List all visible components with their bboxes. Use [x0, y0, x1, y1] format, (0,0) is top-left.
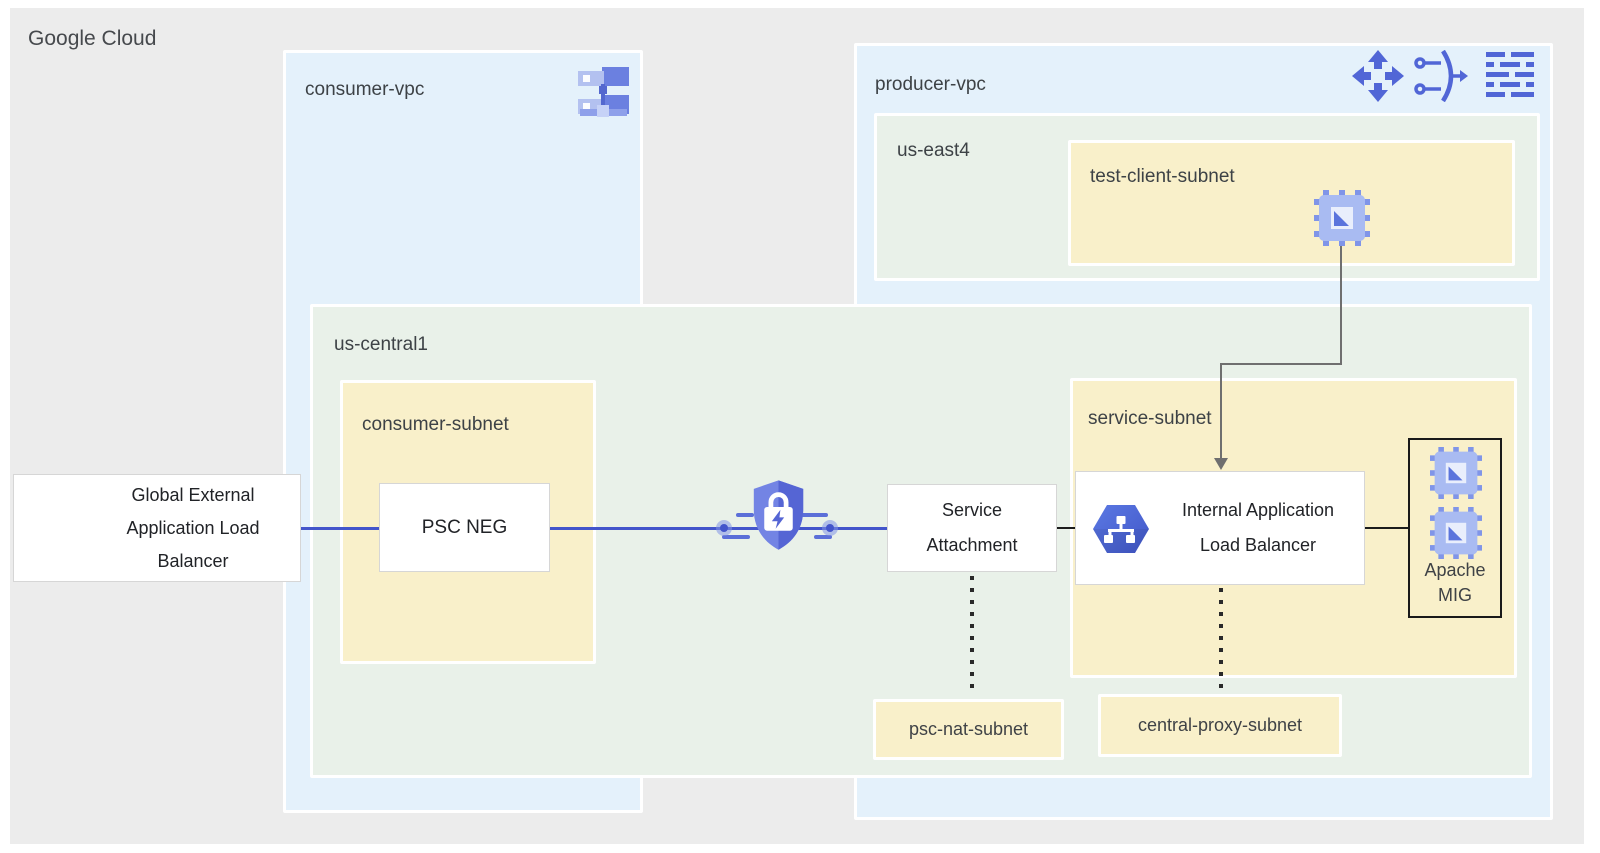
routes-icon	[1352, 50, 1404, 102]
connector-alb-centralproxy-dotted	[1219, 588, 1223, 691]
subnet-test-client-box	[1068, 140, 1515, 266]
subnet-central-proxy-label: central-proxy-subnet	[1137, 715, 1303, 735]
load-balancing-icon	[1414, 50, 1468, 102]
connector-vm-alb-seg2	[1220, 363, 1342, 365]
connector-vm-alb-seg1	[1340, 246, 1342, 364]
google-cloud-label: Google Cloud	[28, 27, 157, 50]
load-balancer-hexagon-icon	[1093, 505, 1149, 553]
producer-vpc-label: producer-vpc	[875, 74, 986, 95]
psc-dash	[814, 535, 832, 539]
connector-sa-pscnat-dotted	[970, 576, 974, 696]
service-attachment-line2: Attachment	[926, 535, 1018, 555]
connector-gelb-pscneg	[301, 527, 379, 530]
gelb-label-line3: Balancer	[157, 550, 229, 571]
subnet-psc-nat-box: psc-nat-subnet	[873, 699, 1064, 760]
apache-mig-line1: Apache	[1424, 560, 1486, 580]
firewall-rules-icon	[1486, 52, 1534, 97]
psc-neg-node: PSC NEG	[379, 483, 550, 572]
subnet-consumer-label: consumer-subnet	[362, 414, 509, 435]
psc-endpoint-dot-right	[822, 520, 838, 536]
psc-dash	[736, 513, 754, 517]
connector-alb-mig	[1365, 527, 1408, 529]
internal-alb-node: Internal Application Load Balancer	[1075, 471, 1365, 585]
service-attachment-line1: Service	[941, 500, 1002, 520]
apache-mig-box: Apache MIG	[1408, 438, 1502, 618]
service-attachment-node: Service Attachment	[887, 484, 1057, 572]
connector-sa-alb	[1057, 527, 1075, 529]
psc-dash	[800, 513, 828, 517]
compute-engine-vm-icon	[1430, 447, 1482, 499]
connector-vm-alb-seg3	[1220, 363, 1222, 459]
subnet-central-proxy-box: central-proxy-subnet	[1098, 694, 1342, 757]
connector-vm-alb-arrowhead	[1214, 458, 1228, 470]
psc-neg-label: PSC NEG	[421, 517, 508, 538]
compute-engine-vm-icon	[1430, 507, 1482, 559]
compute-engine-vm-icon	[1314, 190, 1370, 246]
region-us-central1-label: us-central1	[334, 334, 428, 355]
apache-mig-line2: MIG	[1438, 585, 1472, 605]
gelb-label-line2: Application Load	[126, 517, 260, 538]
psc-dash	[722, 535, 750, 539]
gelb-label-line1: Global External	[131, 484, 255, 505]
subnet-service-label: service-subnet	[1088, 408, 1212, 429]
internal-alb-line2: Load Balancer	[1199, 535, 1317, 555]
consumer-vpc-label: consumer-vpc	[305, 79, 425, 100]
region-us-east4-label: us-east4	[897, 140, 970, 161]
gelb-node: Global External Application Load Balance…	[13, 474, 301, 582]
subnet-psc-nat-label: psc-nat-subnet	[908, 719, 1029, 739]
psc-endpoint-dot-left	[716, 520, 732, 536]
internal-alb-line1: Internal Application	[1181, 500, 1335, 520]
private-service-connect-shield-icon	[753, 480, 804, 550]
vpc-network-icon	[578, 67, 629, 117]
subnet-test-client-label: test-client-subnet	[1090, 166, 1235, 187]
